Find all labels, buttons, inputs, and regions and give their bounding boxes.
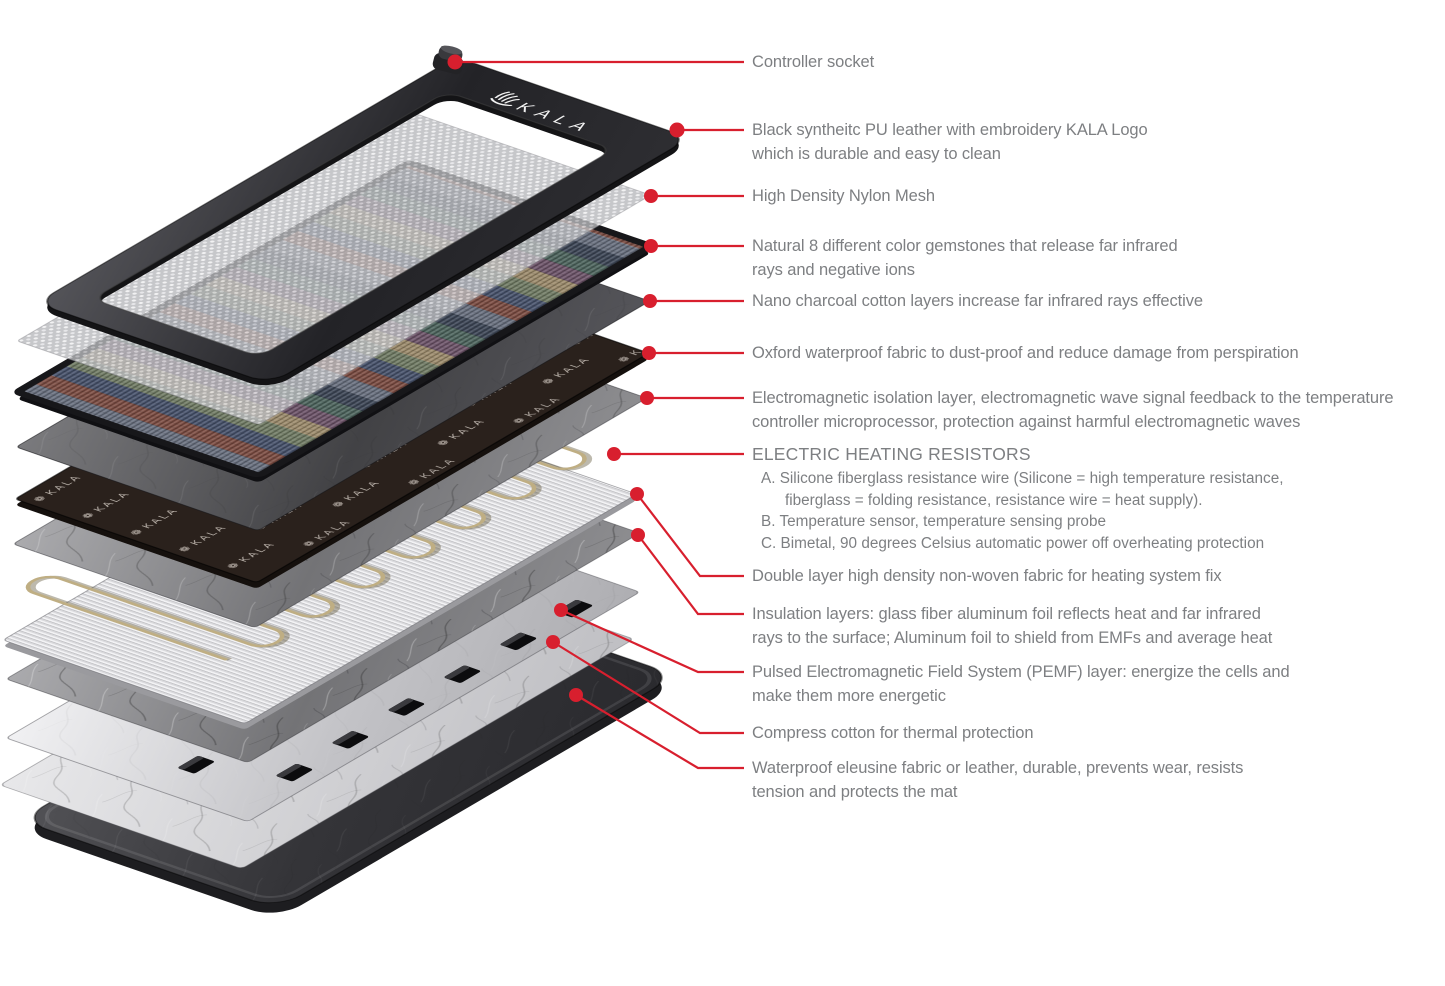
callout-label-controller-socket: Controller socket — [752, 53, 875, 71]
callout-dot-nylon-mesh — [644, 189, 658, 203]
callout-line-insulation — [637, 534, 744, 616]
callout-line-pemf — [560, 608, 744, 674]
heating-resistors-sublist: A. Silicone fiberglass resistance wire (… — [761, 468, 1283, 554]
heating-subitem-b: B. Temperature sensor, temperature sensi… — [761, 513, 1106, 530]
callout-label-insulation: Insulation layers: glass fiber aluminum … — [752, 605, 1273, 647]
callout-dots — [447, 54, 685, 702]
callout-dot-pemf — [554, 603, 568, 617]
callout-dot-pu-leather — [669, 122, 685, 138]
callout-lines — [455, 60, 744, 770]
callout-label-oxford: Oxford waterproof fabric to dust-proof a… — [752, 344, 1299, 362]
callout-dot-compress-cotton — [546, 635, 560, 649]
callout-dot-gemstones — [644, 239, 658, 253]
callout-label-compress-cotton: Compress cotton for thermal protection — [752, 724, 1034, 742]
callout-label-pemf: Pulsed Electromagnetic Field System (PEM… — [752, 663, 1290, 705]
callout-label-waterproof: Waterproof eleusine fabric or leather, d… — [752, 759, 1244, 801]
callout-label-nano-charcoal: Nano charcoal cotton layers increase far… — [752, 292, 1203, 310]
callout-label-nylon-mesh: High Density Nylon Mesh — [752, 187, 935, 205]
callout-label-gemstones: Natural 8 different color gemstones that… — [752, 237, 1178, 279]
heating-subitem-a: A. Silicone fiberglass resistance wire (… — [761, 470, 1284, 509]
kala-hand-icon — [490, 91, 520, 107]
callout-line-waterproof — [575, 694, 744, 770]
callout-label-non-woven: Double layer high density non-woven fabr… — [752, 567, 1222, 585]
callout-dot-heating-resistors — [607, 447, 621, 461]
callout-dot-oxford — [642, 346, 656, 360]
callout-dot-insulation — [631, 528, 645, 542]
callout-dot-nano-charcoal — [643, 294, 657, 308]
callout-label-heating-resistors: ELECTRIC HEATING RESISTORS — [752, 444, 1031, 464]
callout-line-non-woven — [636, 493, 744, 578]
callout-label-em-isolation: Electromagnetic isolation layer, electro… — [752, 389, 1394, 431]
callout-dot-waterproof — [569, 688, 583, 702]
callout-dot-non-woven — [630, 487, 644, 501]
heating-subitem-c: C. Bimetal, 90 degrees Celsius automatic… — [761, 534, 1265, 552]
callout-dot-controller-socket — [447, 54, 463, 70]
callout-label-pu-leather: Black syntheitc PU leather with embroide… — [752, 121, 1148, 163]
callout-dot-em-isolation — [640, 391, 654, 405]
callout-line-compress-cotton — [552, 641, 744, 735]
